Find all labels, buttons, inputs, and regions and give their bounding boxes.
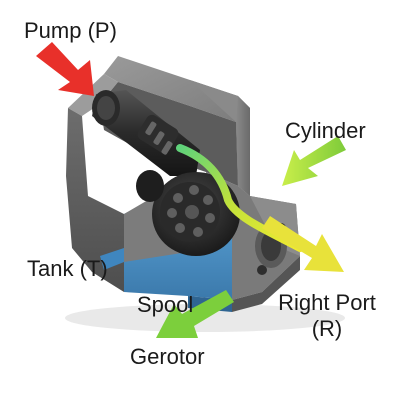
- cylinder-arrow: [282, 136, 346, 186]
- right-port-arrow: [262, 216, 344, 272]
- right-port-label: Right Port (R): [272, 290, 382, 342]
- right-port-label-line1: Right Port: [278, 290, 376, 315]
- pump-label: Pump (P): [24, 18, 117, 43]
- gerotor-arrow: [156, 290, 234, 338]
- spool-label: Spool: [137, 292, 194, 317]
- pump-arrow: [36, 42, 94, 96]
- tank-arrow: [100, 248, 124, 270]
- cylinder-label: Cylinder: [285, 118, 366, 143]
- right-port-label-line2: (R): [311, 316, 343, 341]
- gerotor-label: Gerotor: [130, 344, 205, 369]
- spool: [92, 90, 200, 176]
- gerotor: [136, 170, 240, 256]
- tank-label: Tank (T): [27, 256, 108, 281]
